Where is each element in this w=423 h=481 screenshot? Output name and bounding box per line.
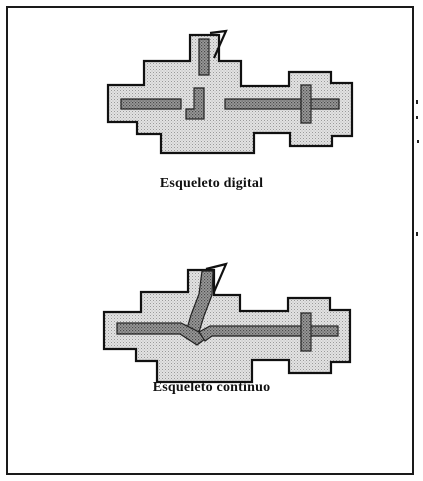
- digital-skeleton-left-bar: [120, 98, 182, 110]
- digital-top-hook: [209, 29, 228, 59]
- digital-skeleton-vertical-top: [198, 38, 210, 76]
- digital-skeleton-right-bar: [224, 98, 340, 110]
- scan-mark: [416, 100, 418, 104]
- continuous-skeleton-cross-vertical: [300, 312, 312, 352]
- scan-mark: [416, 116, 418, 119]
- digital-region-shape: [106, 33, 354, 155]
- continuous-skeleton-left-branch: [116, 322, 206, 346]
- digital-skeleton-caption: Esqueleto digital: [159, 176, 264, 191]
- continuous-skeleton-caption: Esqueleto continuo: [152, 380, 271, 395]
- scan-mark: [416, 232, 418, 236]
- continuous-top-hook: [205, 262, 228, 293]
- scan-mark: [417, 140, 419, 143]
- continuous-panel: [102, 262, 352, 384]
- digital-skeleton-cross-vertical: [300, 84, 312, 124]
- digital-skeleton-center-l: [185, 87, 205, 120]
- digital-panel: [106, 29, 354, 155]
